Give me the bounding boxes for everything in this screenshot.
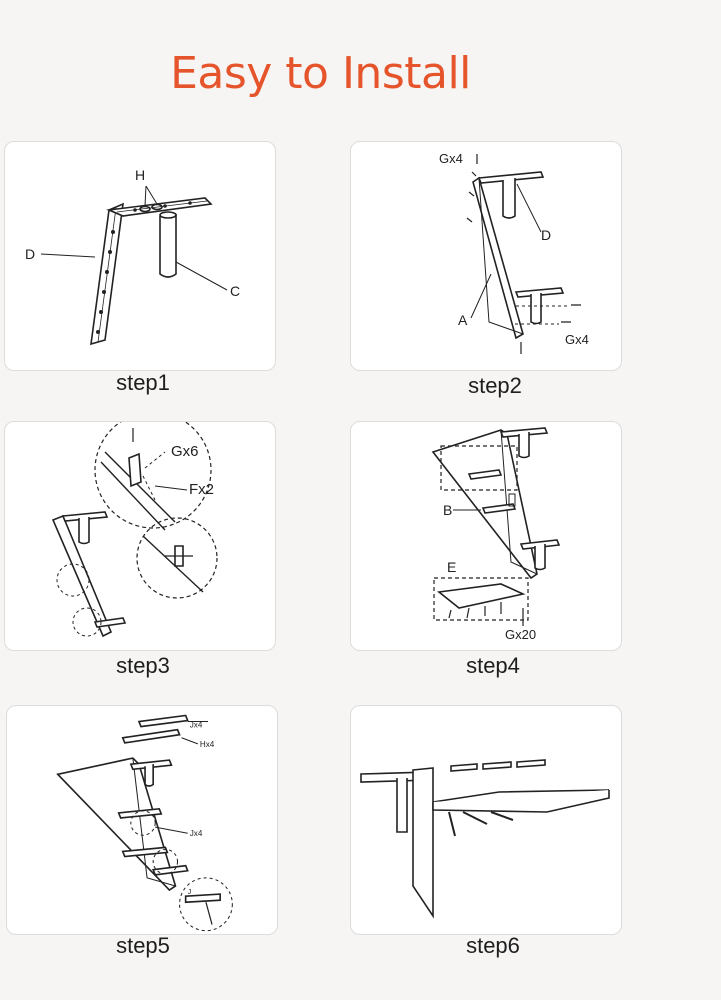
step2-callout-a: A [458,312,468,328]
step4-callout-b: B [443,502,452,518]
step1-callout-d: D [25,246,35,262]
step5-callout-h: Hx4 [200,740,215,749]
step2-label: step2 [468,373,522,398]
step1-callout-h: H [135,167,145,183]
step4-callout-g: Gx20 [505,627,536,642]
step2-illustration: Gx4 D A Gx4 [350,141,622,371]
step5-callout-j-top: Jx4 [190,721,203,730]
step2-callout-g-top: Gx4 [439,151,463,166]
step5-callout-j-small: J [188,888,192,896]
step6-label: step6 [466,933,520,958]
step5-illustration: Jx4 Hx4 Jx4 J [6,705,278,935]
step3-illustration: Gx6 Fx2 [4,421,276,651]
step3-label: step3 [116,653,170,678]
step5-callout-j-mid: Jx4 [190,829,203,838]
step2-callout-d: D [541,227,551,243]
step1-callout-c: C [230,283,240,299]
step4-illustration: B E Gx20 [350,421,622,651]
step2-callout-g-bottom: Gx4 [565,332,589,347]
step3-callout-g: Gx6 [171,443,199,460]
step1-label: step1 [116,370,170,395]
step6-illustration [350,705,622,935]
step3-callout-f: Fx2 [189,481,214,498]
step5-label: step5 [116,933,170,958]
page-title: Easy to Install [170,48,471,99]
step4-callout-e: E [447,559,456,575]
step1-illustration: H D C [4,141,276,371]
step4-label: step4 [466,653,520,678]
